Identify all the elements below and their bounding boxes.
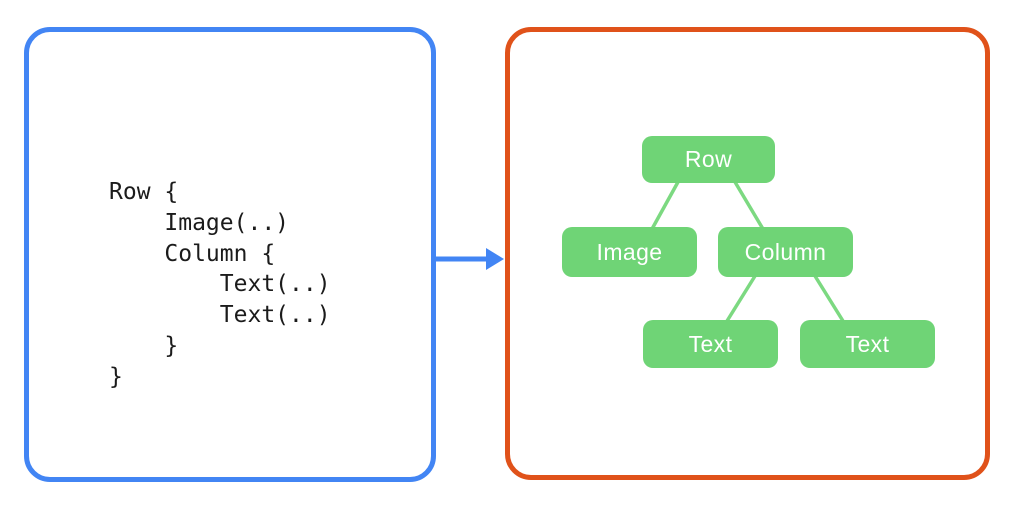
flow-arrow [435,248,504,270]
code-panel: Row { Image(..) Column { Text(..) Text(.… [24,27,436,482]
tree-node-text-1: Text [643,320,778,368]
tree-node-row: Row [642,136,775,183]
tree-node-image: Image [562,227,697,277]
code-snippet: Row { Image(..) Column { Text(..) Text(.… [109,179,331,390]
tree-node-column: Column [718,227,853,277]
arrow-head-icon [486,248,504,270]
tree-node-text-2: Text [800,320,935,368]
